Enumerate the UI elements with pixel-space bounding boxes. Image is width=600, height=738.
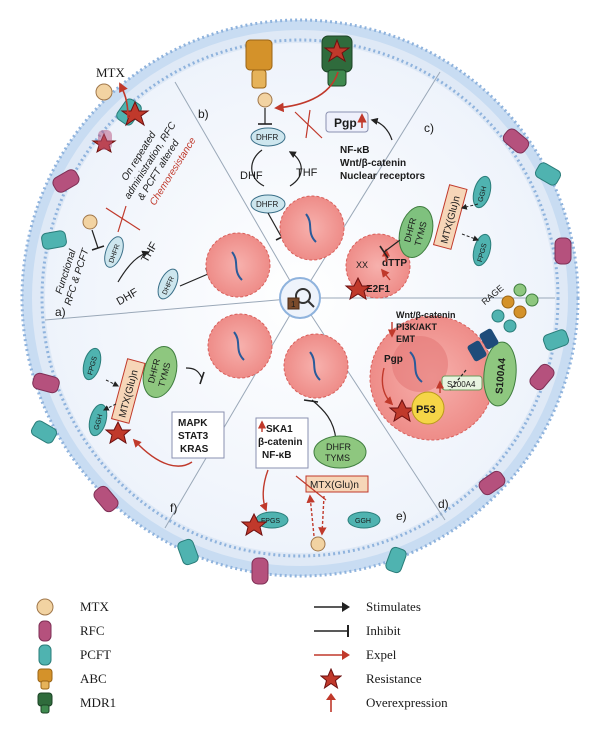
red-star-icon bbox=[308, 668, 354, 690]
pi3k-d: PI3K/AKT bbox=[396, 322, 438, 332]
rfc-transporter-icon bbox=[22, 620, 68, 642]
abc-transporter bbox=[245, 39, 273, 89]
legend-item-mtx: MTX bbox=[22, 596, 109, 618]
ska1-e: SKA1 bbox=[266, 424, 293, 435]
legend-item-expel: Expel bbox=[308, 644, 396, 666]
legend-item-overexpression: Overexpression bbox=[308, 692, 448, 714]
dttp-c: dTTP bbox=[382, 258, 407, 269]
pgp-d: Pgp bbox=[384, 354, 403, 365]
kras-f: KRAS bbox=[180, 444, 209, 455]
legend-label-abc: ABC bbox=[80, 671, 107, 686]
cell-f bbox=[207, 313, 273, 379]
fpgs-c: FPGS bbox=[477, 242, 489, 263]
pcft-transporter-icon bbox=[22, 644, 68, 666]
cell-c bbox=[345, 233, 411, 299]
dhf-b: DHF bbox=[240, 170, 263, 182]
legend-item-mdr1: MDR1 bbox=[22, 692, 116, 714]
legend-item-abc: ABC bbox=[22, 668, 107, 690]
emt-d: EMT bbox=[396, 334, 416, 344]
ggh-c: GGH bbox=[477, 186, 488, 203]
bcatenin-e: β-catenin bbox=[258, 437, 302, 448]
s100a4-small-d: S100A4 bbox=[447, 380, 476, 389]
legend-label-pcft: PCFT bbox=[80, 647, 112, 662]
legend-item-resistance: Resistance bbox=[308, 668, 422, 690]
wnt-b: Wnt/β-catenin bbox=[340, 158, 406, 169]
legend-label-inhibit: Inhibit bbox=[366, 623, 401, 638]
nfkb-b: NF-κB bbox=[340, 145, 369, 156]
mtx-glu-e: MTX(Glu)n bbox=[310, 480, 359, 491]
legend-item-pcft: PCFT bbox=[22, 644, 111, 666]
cell-a bbox=[205, 232, 271, 298]
mechanism-diagram: MTX On repeated administration, RFC & PC… bbox=[20, 18, 580, 585]
dhfr-b-bottom: DHFR bbox=[256, 200, 278, 209]
tyms-e: TYMS bbox=[325, 453, 350, 463]
e2f1-c: E2F1 bbox=[366, 284, 390, 295]
legend-label-expel: Expel bbox=[366, 647, 397, 662]
rfc-transporters bbox=[32, 128, 572, 585]
legend-label-stimulates: Stimulates bbox=[366, 599, 421, 614]
panel-e: e) DHFR TYMS MTX(Glu)n GGH FPGS SKA1 β-c… bbox=[240, 333, 407, 552]
legend-label-overexpression: Overexpression bbox=[366, 695, 448, 710]
p53-d: P53 bbox=[416, 404, 436, 416]
fpgs-e: FPGS bbox=[261, 518, 280, 525]
panel-label-b: b) bbox=[198, 107, 209, 121]
legend-label-rfc: RFC bbox=[80, 623, 105, 638]
abc-transporter-icon bbox=[22, 668, 68, 690]
cell-b bbox=[279, 195, 345, 261]
panel-label-a: a) bbox=[55, 305, 66, 319]
wnt-d: Wnt/β-catenin bbox=[396, 310, 456, 320]
inhibit-bar-icon bbox=[308, 620, 354, 642]
legend-label-mdr1: MDR1 bbox=[80, 695, 117, 710]
panel-label-f: f) bbox=[170, 501, 177, 515]
nfkb-e: NF-κB bbox=[262, 450, 291, 461]
black-arrow-icon bbox=[308, 596, 354, 618]
thf-b: THF bbox=[296, 167, 318, 179]
legend-label-resistance: Resistance bbox=[366, 671, 422, 686]
panel-c: c) XX dTTP E2F1 DHFR TYMS MTX(Glu)n GGH … bbox=[344, 121, 492, 301]
dhfr-e: DHFR bbox=[326, 442, 351, 452]
center-hub: 1 bbox=[279, 277, 321, 319]
center-badge: 1 bbox=[291, 300, 296, 309]
mtx-label-top: MTX bbox=[96, 65, 126, 80]
mapk-f: MAPK bbox=[178, 418, 208, 429]
panel-f: f) DHFR TYMS MTX(Glu)n FPGS GGH MAPK STA… bbox=[82, 313, 273, 515]
fpgs-f: FPGS bbox=[87, 355, 99, 376]
legend: MTX RFC PCFT ABC MDR1 Stimulates Inhi bbox=[0, 590, 600, 738]
ggh-f: GGH bbox=[93, 414, 104, 431]
panel-label-e: e) bbox=[396, 509, 407, 523]
legend-item-rfc: RFC bbox=[22, 620, 105, 642]
mdr1-transporter-icon bbox=[22, 692, 68, 714]
panel-d: d) Wnt/β-catenin PI3K/AKT EMT Pgp P53 S1… bbox=[369, 283, 539, 511]
legend-item-inhibit: Inhibit bbox=[308, 620, 401, 642]
ggh-e: GGH bbox=[355, 518, 371, 525]
nuclear-b: Nuclear receptors bbox=[340, 171, 425, 182]
legend-item-stimulates: Stimulates bbox=[308, 596, 421, 618]
legend-label-mtx: MTX bbox=[80, 599, 109, 614]
pcft-transporters bbox=[30, 98, 570, 574]
panel-label-c: c) bbox=[424, 121, 434, 135]
mtx-circle-icon bbox=[22, 596, 68, 618]
panel-label-d: d) bbox=[438, 497, 449, 511]
stat3-f: STAT3 bbox=[178, 431, 209, 442]
panel-b: b) DHFR DHF THF DHFR Pgp NF-κB Wnt/β-cat… bbox=[198, 71, 425, 261]
dhfr-b-top: DHFR bbox=[256, 133, 278, 142]
red-up-arrow-icon bbox=[308, 692, 354, 714]
pgp-b: Pgp bbox=[334, 116, 357, 130]
svg-text:XX: XX bbox=[356, 260, 368, 270]
cell-e bbox=[283, 333, 349, 399]
red-arrow-icon bbox=[308, 644, 354, 666]
s100a4-big-d: S100A4 bbox=[494, 357, 508, 394]
